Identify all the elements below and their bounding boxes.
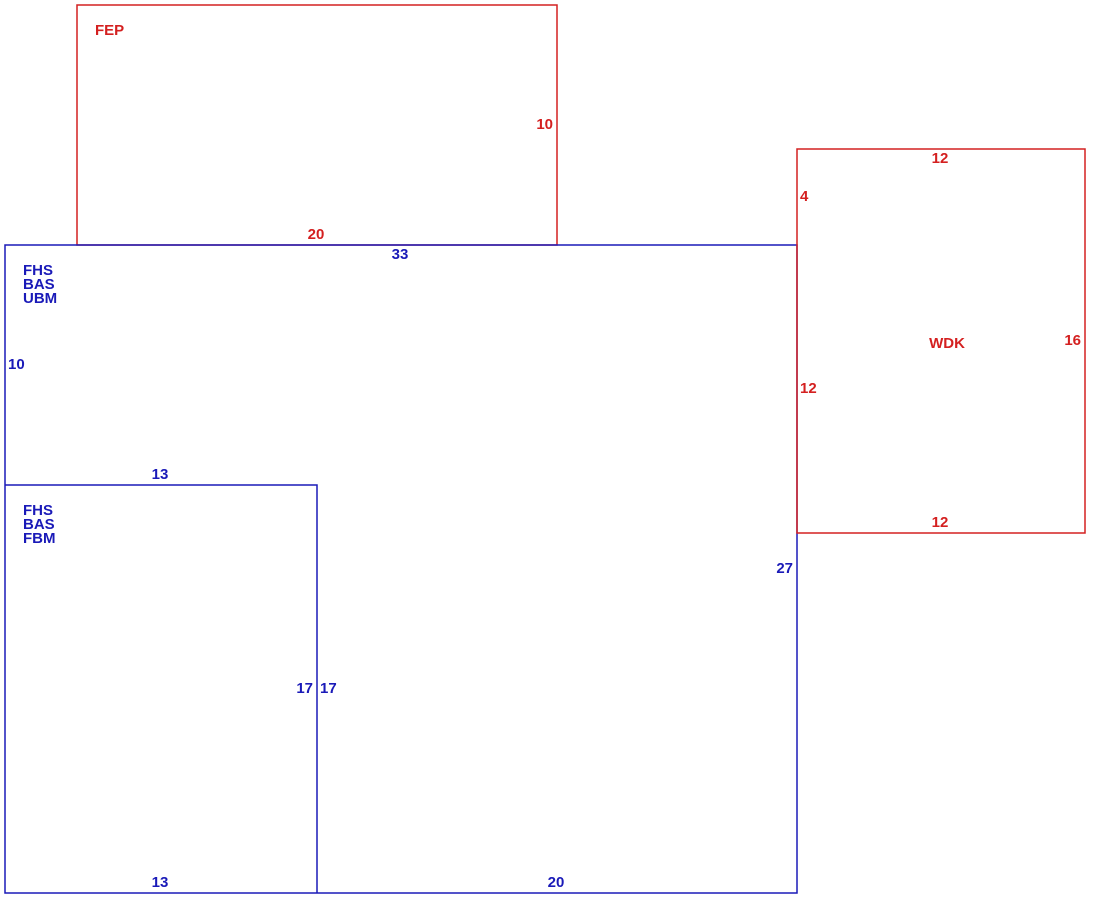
wdk-code-label: WDK [929, 335, 965, 352]
fep-bottom-dimension: 20 [308, 226, 325, 243]
upper-area-code-2: BAS [23, 276, 55, 293]
wdk-outline [796, 148, 1086, 534]
fep-outline [76, 4, 558, 246]
upper-area-code-3: UBM [23, 290, 57, 307]
lower-area-code-2: BAS [23, 516, 55, 533]
lower-left-right-dimension: 17 [296, 680, 313, 697]
lower-area-code-1: FHS [23, 502, 53, 519]
upper-left-dimension: 10 [8, 356, 25, 373]
wdk-bottom-dimension: 12 [932, 514, 949, 531]
fep-right-dimension: 10 [536, 116, 553, 133]
fep-code-label: FEP [95, 22, 124, 39]
lower-right-bottom-dimension: 20 [548, 874, 565, 891]
lower-left-top-dimension: 13 [152, 466, 169, 483]
lower-left-bottom-dimension: 13 [152, 874, 169, 891]
lower-area-code-3: FBM [23, 530, 56, 547]
main-structure-outline [4, 244, 798, 894]
wdk-area: WDK 12 4 12 16 12 [796, 148, 1086, 534]
main-structure: FHS BAS UBM 33 10 27 FHS BAS FBM 13 17 1… [4, 244, 798, 894]
upper-right-dimension: 27 [776, 560, 793, 577]
lower-right-left-dimension: 17 [320, 680, 337, 697]
wdk-left-lower-dimension: 12 [800, 380, 817, 397]
wdk-left-upper-dimension: 4 [800, 188, 809, 205]
upper-top-dimension: 33 [392, 246, 409, 263]
wdk-top-dimension: 12 [932, 150, 949, 167]
upper-area-code-1: FHS [23, 262, 53, 279]
fep-area: FEP 10 20 [76, 4, 558, 246]
lower-left-section-outline [5, 484, 318, 893]
wdk-right-dimension: 16 [1064, 332, 1081, 349]
